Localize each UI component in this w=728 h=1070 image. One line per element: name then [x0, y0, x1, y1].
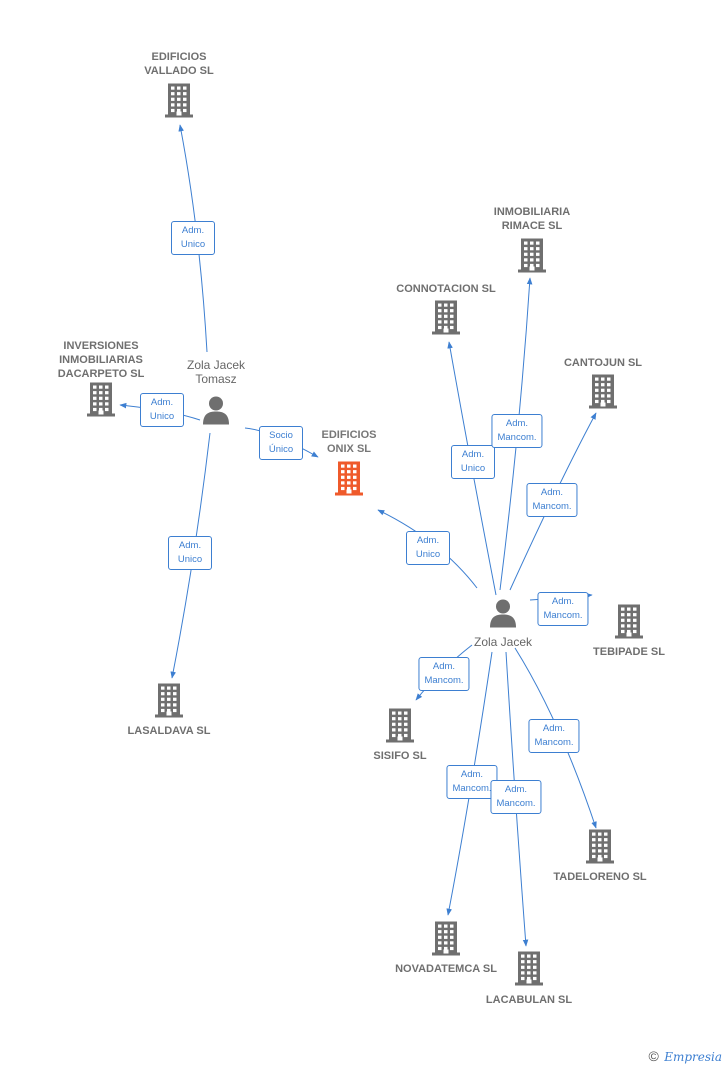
company-label-onix[interactable]: EDIFICIOS ONIX SL [321, 429, 377, 455]
copyright-symbol: © [648, 1048, 659, 1064]
company-label-rimace[interactable]: INMOBILIARIA RIMACE SL [493, 206, 571, 232]
company-label-tadeloreno[interactable]: TADELORENO SL [553, 871, 647, 883]
building-icon[interactable] [515, 950, 543, 991]
person-icon[interactable] [488, 598, 518, 633]
role-badge-jacek-sisifo[interactable]: Adm. Mancom. [418, 657, 470, 691]
building-icon[interactable] [586, 828, 614, 869]
person-label-jacek[interactable]: Zola Jacek [473, 635, 533, 649]
building-icon[interactable] [155, 682, 183, 723]
brand-logo[interactable]: Empresia [664, 1050, 722, 1064]
company-label-vallado[interactable]: EDIFICIOS VALLADO SL [144, 51, 214, 77]
role-badge-jacek-connotacion[interactable]: Adm. Unico [451, 445, 495, 479]
role-badge-tomasz-onix[interactable]: Socio Único [259, 426, 303, 460]
company-label-lacabulan[interactable]: LACABULAN SL [485, 994, 573, 1006]
role-badge-jacek-onix[interactable]: Adm. Unico [406, 531, 450, 565]
company-label-sisifo[interactable]: SISIFO SL [373, 750, 427, 762]
building-icon[interactable] [432, 299, 460, 340]
building-icon[interactable] [432, 920, 460, 961]
building-icon[interactable] [518, 237, 546, 278]
building-icon[interactable] [335, 460, 363, 501]
company-label-connotacion[interactable]: CONNOTACION SL [396, 283, 496, 295]
role-badge-jacek-cantojun[interactable]: Adm. Mancom. [526, 483, 578, 517]
building-icon[interactable] [87, 381, 115, 422]
role-badge-jacek-tadeloreno[interactable]: Adm. Mancom. [528, 719, 580, 753]
building-icon[interactable] [386, 707, 414, 748]
company-label-novadatemca[interactable]: NOVADATEMCA SL [395, 963, 497, 975]
person-icon[interactable] [201, 395, 231, 430]
role-badge-tomasz-vallado[interactable]: Adm. Unico [171, 221, 215, 255]
building-icon[interactable] [615, 603, 643, 644]
company-label-dacarpeto[interactable]: INVERSIONES INMOBILIARIAS DACARPETO SL [57, 340, 145, 380]
role-badge-jacek-lacabulan[interactable]: Adm. Mancom. [490, 780, 542, 814]
role-badge-jacek-rimace[interactable]: Adm. Mancom. [491, 414, 543, 448]
company-label-tebipade[interactable]: TEBIPADE SL [593, 646, 665, 658]
role-badge-tomasz-dacarpeto[interactable]: Adm. Unico [140, 393, 184, 427]
person-label-tomasz[interactable]: Zola Jacek Tomasz [186, 358, 246, 386]
company-label-cantojun[interactable]: CANTOJUN SL [563, 357, 643, 369]
role-badge-jacek-novadatemca[interactable]: Adm. Mancom. [446, 765, 498, 799]
company-label-lasaldava[interactable]: LASALDAVA SL [127, 725, 211, 737]
role-badge-jacek-tebipade[interactable]: Adm. Mancom. [537, 592, 589, 626]
building-icon[interactable] [165, 82, 193, 123]
building-icon[interactable] [589, 373, 617, 414]
role-badge-tomasz-lasaldava[interactable]: Adm. Unico [168, 536, 212, 570]
footer-copyright: © Empresia [649, 1048, 722, 1064]
